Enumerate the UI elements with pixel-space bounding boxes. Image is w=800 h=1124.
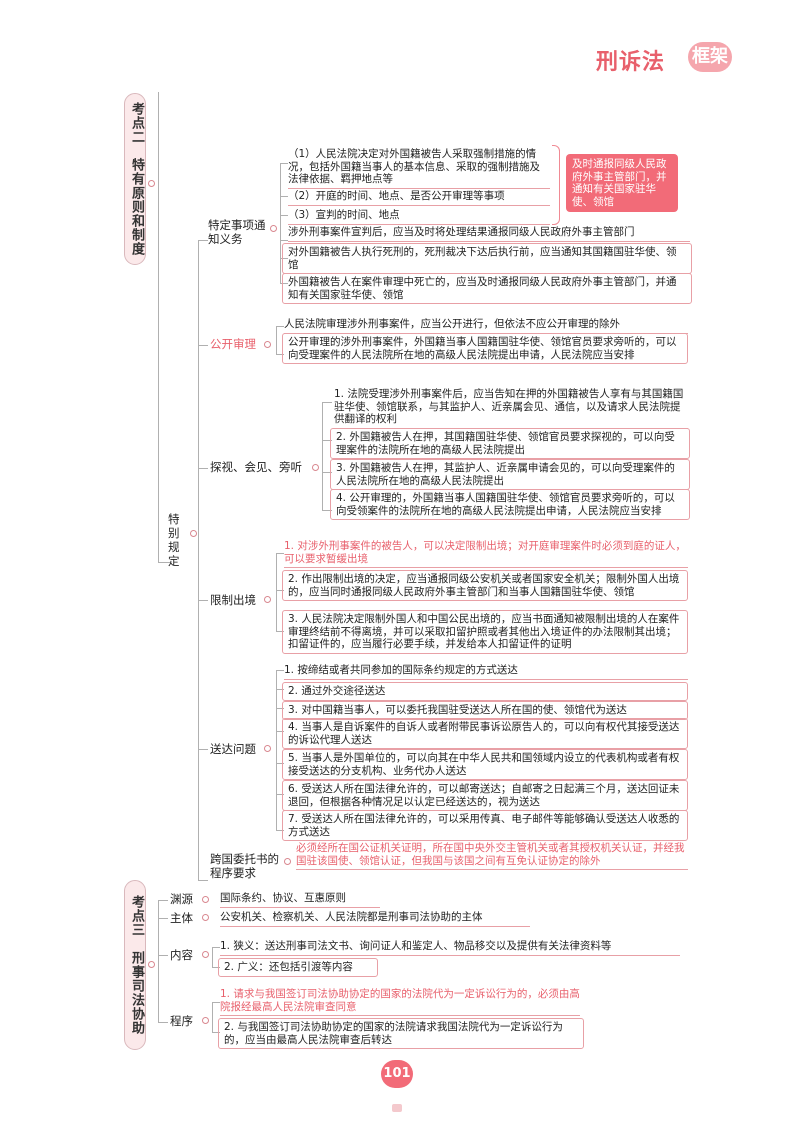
letter-text: 必须经所在国公证机关证明，所在国中央外交主管机关或者其授权机关认证，并经我国驻该… bbox=[296, 842, 688, 870]
collapse-icon[interactable] bbox=[148, 961, 155, 968]
collapse-icon[interactable] bbox=[270, 225, 277, 232]
exit-item-2: 2. 作出限制出境的决定，应当通报同级公安机关或者国家安全机关；限制外国人出境的… bbox=[282, 570, 688, 601]
exit-item-3: 3. 人民法院决定限制外国人和中国公民出境的，应当书面通知被限制出境的人在案件审… bbox=[282, 610, 688, 654]
source-label: 渊源 bbox=[170, 892, 193, 906]
subject-label: 主体 bbox=[170, 911, 193, 925]
collapse-icon[interactable] bbox=[284, 858, 291, 865]
service-item-2: 2. 通过外交途径送达 bbox=[282, 682, 688, 701]
visit-label: 探视、会见、旁听 bbox=[210, 460, 302, 474]
section-2-title: 考点二 特有原则和制度 bbox=[124, 93, 146, 265]
content-label: 内容 bbox=[170, 948, 193, 962]
collapse-icon[interactable] bbox=[264, 745, 271, 752]
procedure-item-2: 2. 与我国签订司法协助协定的国家的法院请求我国法院代为一定诉讼行为的，应当由最… bbox=[218, 1018, 584, 1049]
subject-text: 公安机关、检察机关、人民法院都是刑事司法协助的主体 bbox=[220, 911, 530, 927]
service-label: 送达问题 bbox=[210, 742, 256, 756]
notify-callout: 及时通报同级人民政府外事主管部门，并通知有关国家驻华使、领馆 bbox=[566, 154, 678, 212]
service-item-7: 7. 受送达人所在国法律允许的，可以采用传真、电子邮件等能够确认受送达人收悉的方… bbox=[282, 810, 688, 841]
notify-item-2: （2）开庭的时间、地点、是否公开审理等事项 bbox=[288, 190, 550, 206]
visit-item-2: 2. 外国籍被告人在押，其国籍国驻华使、领馆官员要求探视的，可以向受理案件的法院… bbox=[330, 428, 690, 459]
letter-label: 跨国委托书的程序要求 bbox=[210, 852, 279, 880]
notify-item-1: （1）人民法院决定对外国籍被告人采取强制措施的情况，包括外国籍当事人的基本信息、… bbox=[288, 148, 550, 189]
visit-item-3: 3. 外国籍被告人在押，其监护人、近亲属申请会见的，可以向受理案件的人民法院所在… bbox=[330, 459, 690, 490]
collapse-icon[interactable] bbox=[264, 596, 271, 603]
content-item-2: 2. 广义：还包括引渡等内容 bbox=[218, 958, 378, 977]
collapse-icon[interactable] bbox=[312, 464, 319, 471]
content-item-1: 1. 狭义：送达刑事司法文书、询问证人和鉴定人、物品移交以及提供有关法律资料等 bbox=[220, 940, 680, 956]
public-item-1: 人民法院审理涉外刑事案件，应当公开进行，但依法不应公开审理的除外 bbox=[284, 318, 688, 334]
notify-other-2: 对外国籍被告人执行死刑的，死刑裁决下达后执行前，应当通知其国籍国驻华使、领馆 bbox=[282, 243, 692, 274]
special-rules-label: 特别规定 bbox=[168, 512, 180, 568]
public-trial-label: 公开审理 bbox=[210, 337, 256, 351]
collapse-icon[interactable] bbox=[148, 180, 155, 187]
notify-other-3: 外国籍被告人在案件审理中死亡的，应当及时通报同级人民政府外事主管部门，并通知有关… bbox=[282, 273, 692, 304]
source-text: 国际条约、协议、互惠原则 bbox=[220, 892, 380, 908]
collapse-icon[interactable] bbox=[202, 1017, 209, 1024]
exit-label: 限制出境 bbox=[210, 593, 256, 607]
collapse-icon[interactable] bbox=[190, 530, 197, 537]
collapse-icon[interactable] bbox=[202, 914, 209, 921]
public-item-2: 公开审理的涉外刑事案件，外国籍当事人国籍国驻华使、领馆官员要求旁听的，可以向受理… bbox=[282, 333, 688, 364]
notify-other-1: 涉外刑事案件宣判后，应当及时将处理结果通报同级人民政府外事主管部门 bbox=[288, 226, 690, 242]
brand-badge: 框架 bbox=[688, 42, 732, 72]
collapse-icon[interactable] bbox=[202, 896, 209, 903]
notify-label: 特定事项通知义务 bbox=[208, 218, 266, 246]
visit-item-1: 1. 法院受理涉外刑事案件后，应当告知在押的外国籍被告人享有与其国籍国驻华使、领… bbox=[334, 388, 688, 429]
notify-item-3: （3）宣判的时间、地点 bbox=[288, 209, 550, 225]
brand-text: 刑诉法 bbox=[596, 50, 666, 75]
procedure-item-1: 1. 请求与我国签订司法协助协定的国家的法院代为一定诉讼行为的，必须由高院报经最… bbox=[220, 988, 580, 1016]
section-3-title: 考点三 刑事司法协助 bbox=[124, 880, 146, 1050]
footer-mark bbox=[392, 1104, 402, 1112]
collapse-icon[interactable] bbox=[202, 951, 209, 958]
page-number: 101 bbox=[381, 1060, 413, 1088]
service-item-3: 3. 对中国籍当事人，可以委托我国驻受送达人所在国的使、领馆代为送达 bbox=[282, 701, 688, 720]
service-item-1: 1. 按缔结或者共同参加的国际条约规定的方式送达 bbox=[284, 664, 688, 680]
visit-item-4: 4. 公开审理的，外国籍当事人国籍国驻华使、领馆官员要求旁听的，可以向受领案件的… bbox=[330, 489, 690, 520]
service-item-6: 6. 受送达人所在国法律允许的，可以邮寄送达；自邮寄之日起满三个月，送达回证未退… bbox=[282, 780, 688, 811]
brace bbox=[552, 145, 560, 225]
exit-item-1: 1. 对涉外刑事案件的被告人，可以决定限制出境；对开庭审理案件时必须到庭的证人，… bbox=[284, 540, 688, 568]
collapse-icon[interactable] bbox=[264, 341, 271, 348]
procedure-label: 程序 bbox=[170, 1014, 193, 1028]
service-item-4: 4. 当事人是自诉案件的自诉人或者附带民事诉讼原告人的，可以向有权代其接受送达的… bbox=[282, 718, 688, 749]
service-item-5: 5. 当事人是外国单位的，可以向其在中华人民共和国领域内设立的代表机构或者有权接… bbox=[282, 749, 688, 780]
brand-logo: 刑诉法 框架 bbox=[596, 42, 756, 76]
